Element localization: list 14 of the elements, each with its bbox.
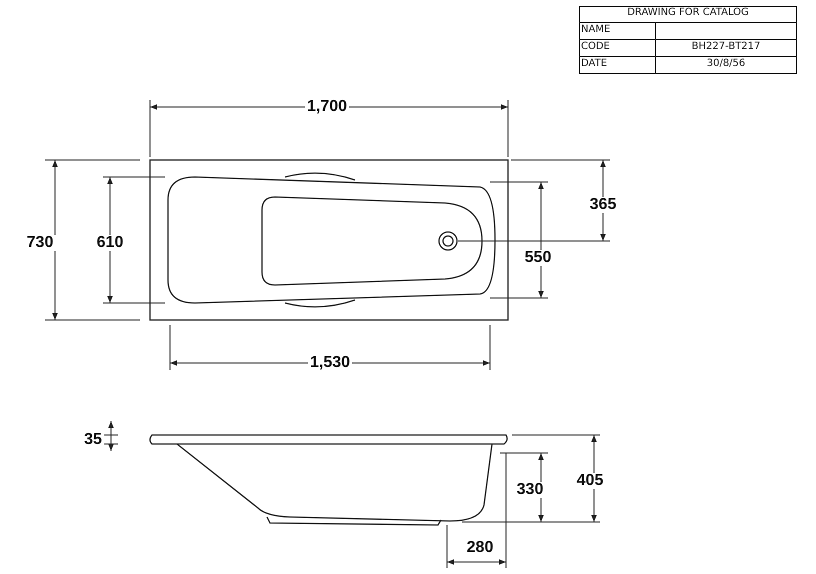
table-value: 30/8/56 bbox=[706, 59, 746, 69]
table-label: CODE bbox=[581, 42, 610, 52]
table-label: NAME bbox=[581, 25, 610, 35]
dimension-value: 1,530 bbox=[308, 355, 352, 371]
table-header: DRAWING FOR CATALOG bbox=[627, 8, 749, 18]
dimension-value: 365 bbox=[588, 197, 618, 213]
dimension-value: 550 bbox=[522, 250, 554, 266]
dimension-value: 730 bbox=[24, 235, 56, 251]
table-value: BH227-BT217 bbox=[692, 42, 760, 52]
dimension-value: 405 bbox=[574, 473, 606, 489]
dimension-value: 1,700 bbox=[304, 99, 350, 115]
dimension-value: 330 bbox=[514, 482, 546, 498]
table-label: DATE bbox=[581, 59, 608, 69]
dimension-value: 610 bbox=[94, 235, 126, 251]
